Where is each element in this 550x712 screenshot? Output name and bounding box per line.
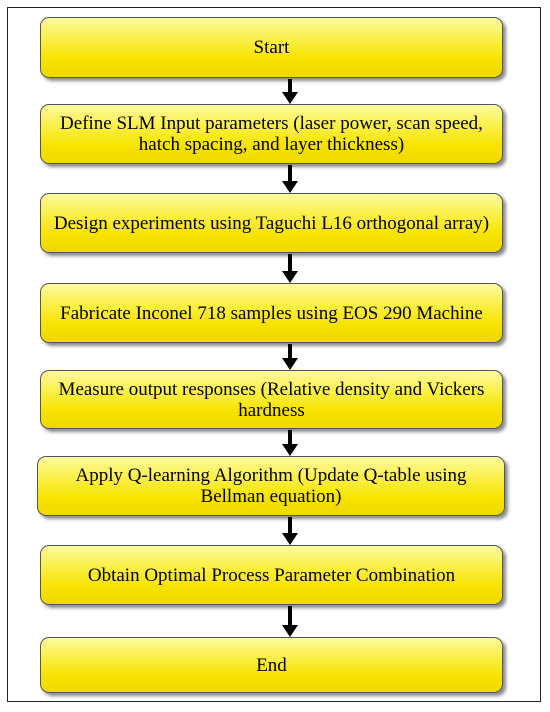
- diagram-frame: [7, 7, 541, 702]
- step-fabricate-samples: Fabricate Inconel 718 samples using EOS …: [40, 283, 503, 343]
- step-obtain-optimal: Obtain Optimal Process Parameter Combina…: [40, 545, 503, 605]
- step-fabricate-samples-label: Fabricate Inconel 718 samples using EOS …: [60, 302, 483, 324]
- step-define-parameters: Define SLM Input parameters (laser power…: [40, 104, 503, 164]
- step-design-experiments-label: Design experiments using Taguchi L16 ort…: [53, 212, 490, 234]
- arrow-obtain-to-end: [282, 606, 298, 637]
- arrow-define-to-design: [282, 165, 298, 193]
- step-start-label: Start: [253, 37, 290, 58]
- step-design-experiments: Design experiments using Taguchi L16 ort…: [40, 193, 503, 253]
- step-apply-q-learning-label: Apply Q-learning Algorithm (Update Q-tab…: [75, 465, 467, 507]
- arrow-measure-to-apply: [282, 430, 298, 456]
- step-define-parameters-label: Define SLM Input parameters (laser power…: [60, 113, 483, 155]
- arrow-fabricate-to-measure: [282, 344, 298, 370]
- arrow-start-to-define: [282, 79, 298, 104]
- step-apply-q-learning: Apply Q-learning Algorithm (Update Q-tab…: [37, 456, 505, 516]
- step-measure-responses-label: Measure output responses (Relative densi…: [58, 378, 485, 421]
- step-end: End: [40, 637, 503, 693]
- arrow-apply-to-obtain: [282, 517, 298, 545]
- step-obtain-optimal-label: Obtain Optimal Process Parameter Combina…: [87, 564, 456, 586]
- arrow-design-to-fabricate: [282, 254, 298, 283]
- step-measure-responses: Measure output responses (Relative densi…: [40, 370, 503, 429]
- step-start: Start: [40, 17, 503, 78]
- step-end-label: End: [256, 654, 287, 676]
